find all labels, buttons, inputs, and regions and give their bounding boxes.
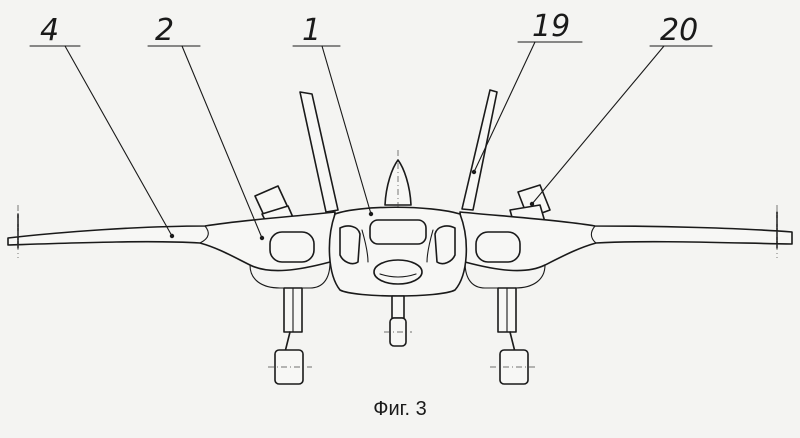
callout-20: 20	[660, 13, 698, 48]
wing-assembly	[7, 211, 793, 289]
callout-leaders	[29, 41, 713, 241]
callout-19: 19	[532, 9, 570, 44]
right-vertical-fin	[461, 89, 498, 211]
callout-4: 4	[40, 13, 59, 48]
right-nacelle-window	[475, 231, 521, 263]
callout-1: 1	[302, 13, 321, 48]
callout-2: 2	[155, 13, 174, 48]
nose-gear	[384, 295, 412, 347]
right-main-gear	[490, 287, 535, 385]
dorsal-fairing	[384, 150, 412, 330]
left-nacelle-window	[269, 231, 315, 263]
fuselage	[328, 206, 468, 297]
figure-caption: Фиг. 3	[373, 398, 427, 420]
left-vertical-fin	[299, 91, 339, 213]
left-main-gear	[268, 287, 312, 385]
